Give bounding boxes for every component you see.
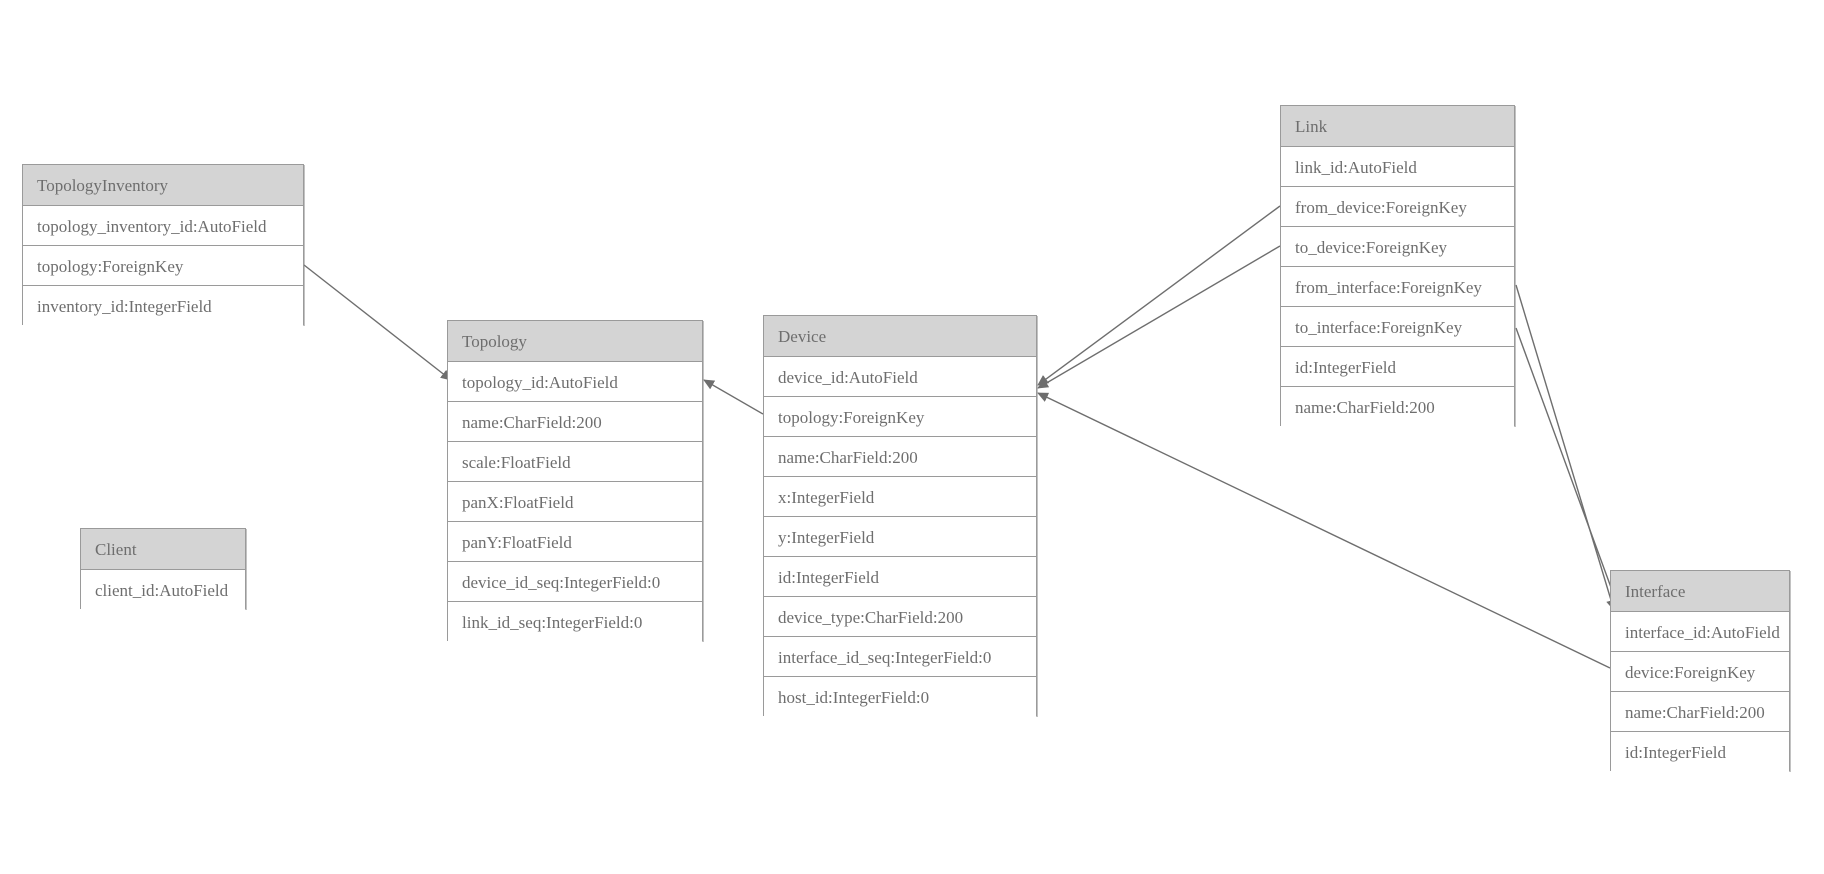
entity-field: id:IntegerField [764, 557, 1036, 597]
entity-field: inventory_id:IntegerField [23, 286, 303, 326]
entity-field: scale:FloatField [448, 442, 702, 482]
entity-field: device:ForeignKey [1611, 652, 1789, 692]
entity-title-device: Device [764, 316, 1036, 357]
entity-field: x:IntegerField [764, 477, 1036, 517]
relation-link-from-interface [1515, 284, 1616, 611]
relation-topologyinventory-topology [303, 264, 452, 381]
entity-field: link_id:AutoField [1281, 147, 1514, 187]
entity-field: host_id:IntegerField:0 [764, 677, 1036, 717]
entity-field: topology:ForeignKey [23, 246, 303, 286]
entity-field: device_type:CharField:200 [764, 597, 1036, 637]
entity-field: name:CharField:200 [1611, 692, 1789, 732]
entity-field: to_device:ForeignKey [1281, 227, 1514, 267]
entity-title-client: Client [81, 529, 245, 570]
relation-link-from-device [1037, 205, 1281, 386]
entity-field: link_id_seq:IntegerField:0 [448, 602, 702, 642]
entity-field: panX:FloatField [448, 482, 702, 522]
entity-field: to_interface:ForeignKey [1281, 307, 1514, 347]
entity-title-link: Link [1281, 106, 1514, 147]
entity-field: from_interface:ForeignKey [1281, 267, 1514, 307]
entity-field: id:IntegerField [1281, 347, 1514, 387]
entity-field: from_device:ForeignKey [1281, 187, 1514, 227]
entity-field: panY:FloatField [448, 522, 702, 562]
entity-field: topology:ForeignKey [764, 397, 1036, 437]
entity-fields-client: client_id:AutoField [81, 570, 245, 610]
entity-field: id:IntegerField [1611, 732, 1789, 772]
entity-field: name:CharField:200 [448, 402, 702, 442]
relation-device-topology [703, 379, 764, 415]
entity-field: name:CharField:200 [764, 437, 1036, 477]
relation-link-to-device [1037, 245, 1281, 389]
entity-field: client_id:AutoField [81, 570, 245, 610]
entity-field: interface_id_seq:IntegerField:0 [764, 637, 1036, 677]
entity-field: device_id_seq:IntegerField:0 [448, 562, 702, 602]
entity-title-topology_inventory: TopologyInventory [23, 165, 303, 206]
entity-field: y:IntegerField [764, 517, 1036, 557]
entity-title-interface: Interface [1611, 571, 1789, 612]
entity-title-topology: Topology [448, 321, 702, 362]
relation-link-to-interface [1515, 327, 1622, 613]
entity-field: name:CharField:200 [1281, 387, 1514, 427]
entity-field: topology_id:AutoField [448, 362, 702, 402]
entity-field: topology_inventory_id:AutoField [23, 206, 303, 246]
entity-field: interface_id:AutoField [1611, 612, 1789, 652]
relation-interface-device [1037, 392, 1611, 669]
entity-field: device_id:AutoField [764, 357, 1036, 397]
